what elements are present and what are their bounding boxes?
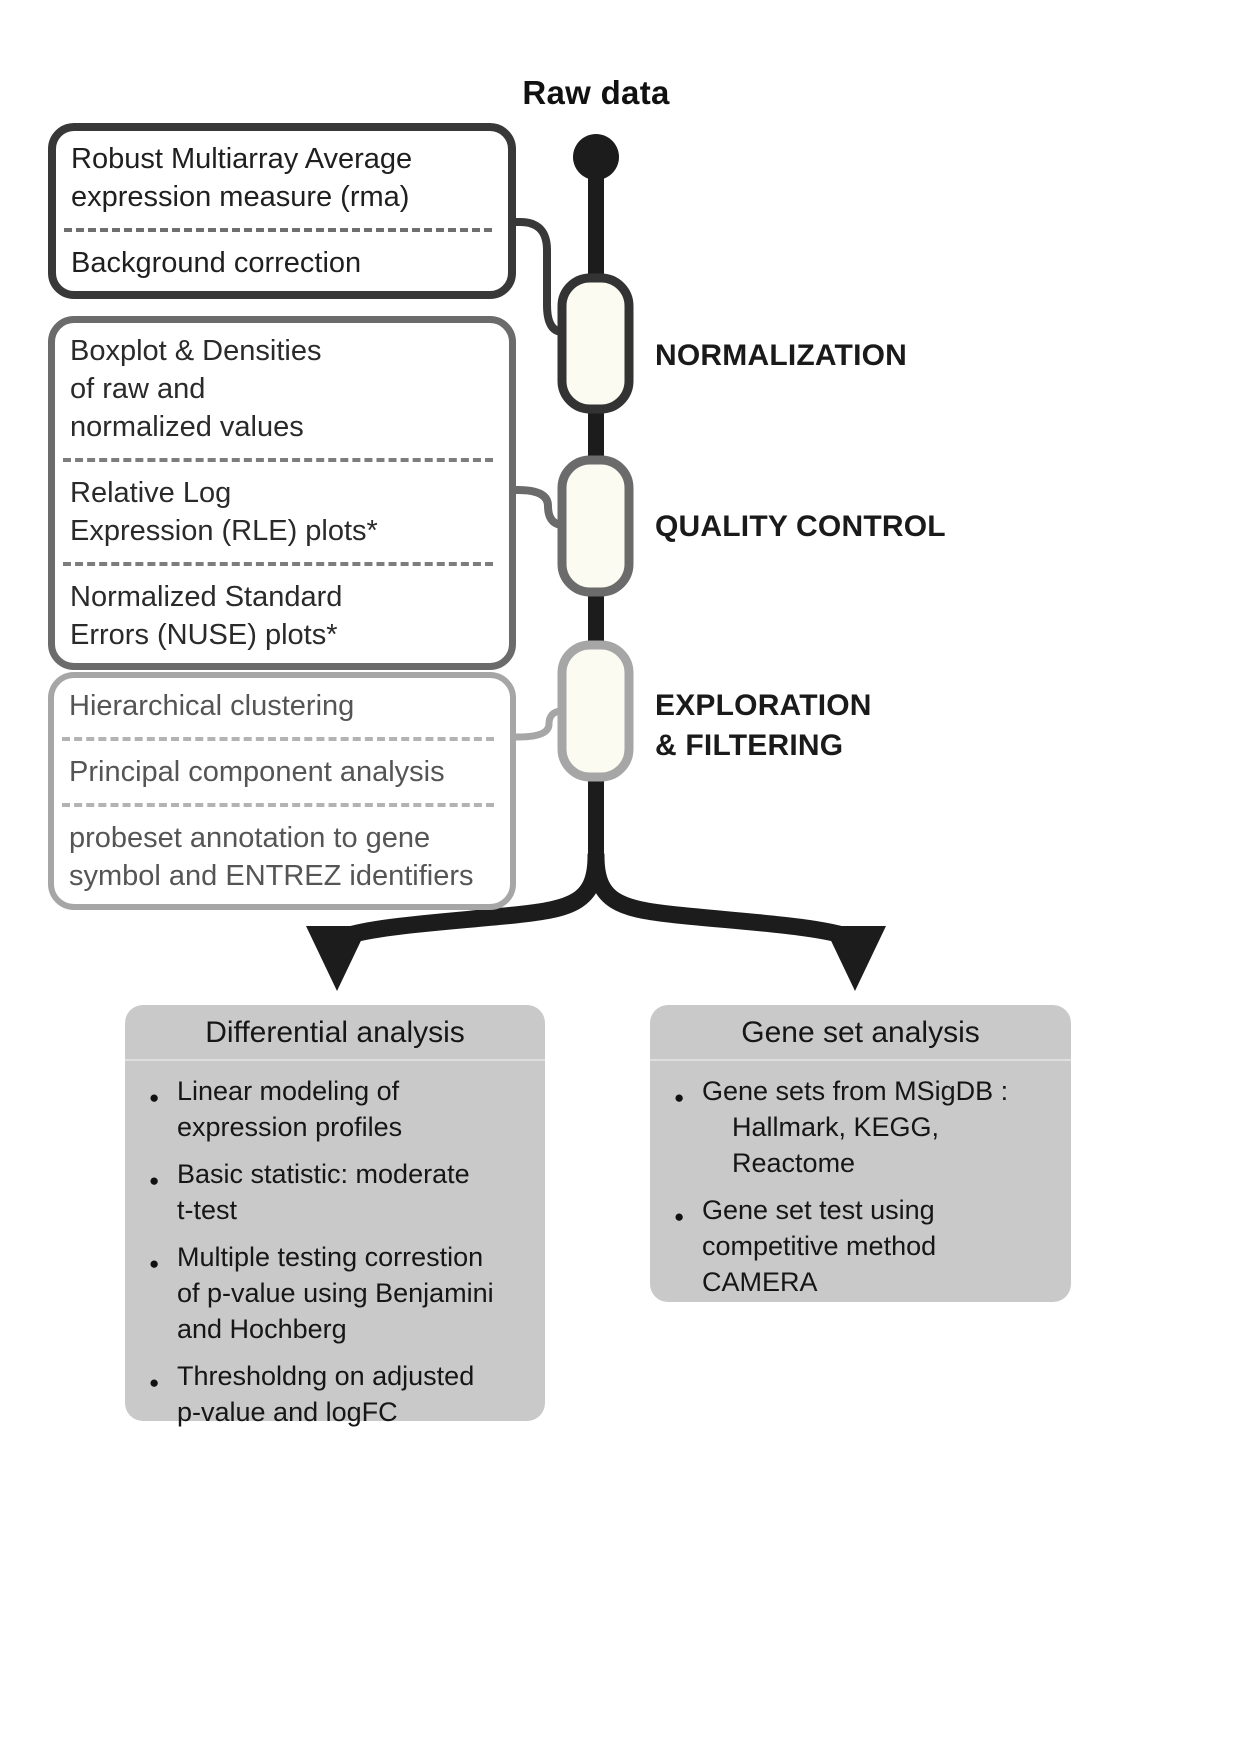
quality-control-methods-box: Boxplot & Densities of raw and normalize… bbox=[48, 316, 516, 670]
bullet-item: Linear modeling of expression profiles bbox=[149, 1073, 537, 1145]
method-boxplot-densities: Boxplot & Densities of raw and normalize… bbox=[70, 335, 322, 443]
connector-quality-control bbox=[506, 486, 562, 529]
gene-set-analysis-bullets: Gene sets from MSigDB : Hallmark, KEGG, … bbox=[650, 1073, 1071, 1300]
node-exploration bbox=[557, 640, 634, 782]
method-rle-plots: Relative Log Expression (RLE) plots* bbox=[70, 477, 378, 547]
connector-exploration bbox=[506, 707, 562, 741]
stage-label-normalization: NORMALIZATION bbox=[655, 339, 908, 372]
method-rma: Robust Multiarray Average expression mea… bbox=[71, 143, 413, 213]
method-pca: Principal component analysis bbox=[69, 756, 445, 788]
dashed-divider bbox=[62, 737, 494, 741]
gene-set-analysis-box: Gene set analysis Gene sets from MSigDB … bbox=[650, 1005, 1071, 1302]
method-hierarchical-clustering: Hierarchical clustering bbox=[69, 690, 355, 722]
differential-analysis-title: Differential analysis bbox=[125, 1005, 545, 1061]
connector-normalization bbox=[506, 218, 562, 336]
gene-set-analysis-title: Gene set analysis bbox=[650, 1005, 1071, 1061]
method-probeset-annotation: probeset annotation to gene symbol and E… bbox=[69, 822, 474, 892]
stage-label-exploration-filtering: EXPLORATION & FILTERING bbox=[655, 689, 872, 762]
stage-label-quality-control: QUALITY CONTROL bbox=[655, 510, 946, 543]
raw-data-dot bbox=[573, 134, 619, 180]
bullet-item: Gene sets from MSigDB : Hallmark, KEGG, … bbox=[674, 1073, 1063, 1181]
dashed-divider bbox=[63, 458, 493, 462]
arrowhead-left bbox=[306, 926, 368, 991]
exploration-methods-box: Hierarchical clustering Principal compon… bbox=[48, 672, 516, 910]
normalization-methods-box: Robust Multiarray Average expression mea… bbox=[48, 123, 516, 299]
branch-right-arm bbox=[587, 847, 861, 947]
bullet-item: Basic statistic: moderate t-test bbox=[149, 1156, 537, 1228]
differential-analysis-box: Differential analysis Linear modeling of… bbox=[125, 1005, 545, 1427]
method-nuse-plots: Normalized Standard Errors (NUSE) plots* bbox=[70, 581, 343, 651]
node-quality-control bbox=[557, 455, 634, 597]
branch-left-arm bbox=[331, 847, 605, 947]
arrowhead-right bbox=[824, 926, 886, 991]
bullet-item: Gene set test using competitive method C… bbox=[674, 1192, 1063, 1300]
method-background-correction: Background correction bbox=[71, 247, 362, 279]
bullet-item: Multiple testing correstion of p-value u… bbox=[149, 1239, 537, 1347]
bullet-item: Thresholdng on adjusted p-value and logF… bbox=[149, 1358, 537, 1430]
raw-data-label: Raw data bbox=[522, 74, 670, 111]
node-normalization bbox=[557, 273, 634, 414]
dashed-divider bbox=[64, 228, 492, 232]
dashed-divider bbox=[63, 562, 493, 566]
dashed-divider bbox=[62, 803, 494, 807]
differential-analysis-bullets: Linear modeling of expression profiles B… bbox=[125, 1073, 545, 1430]
